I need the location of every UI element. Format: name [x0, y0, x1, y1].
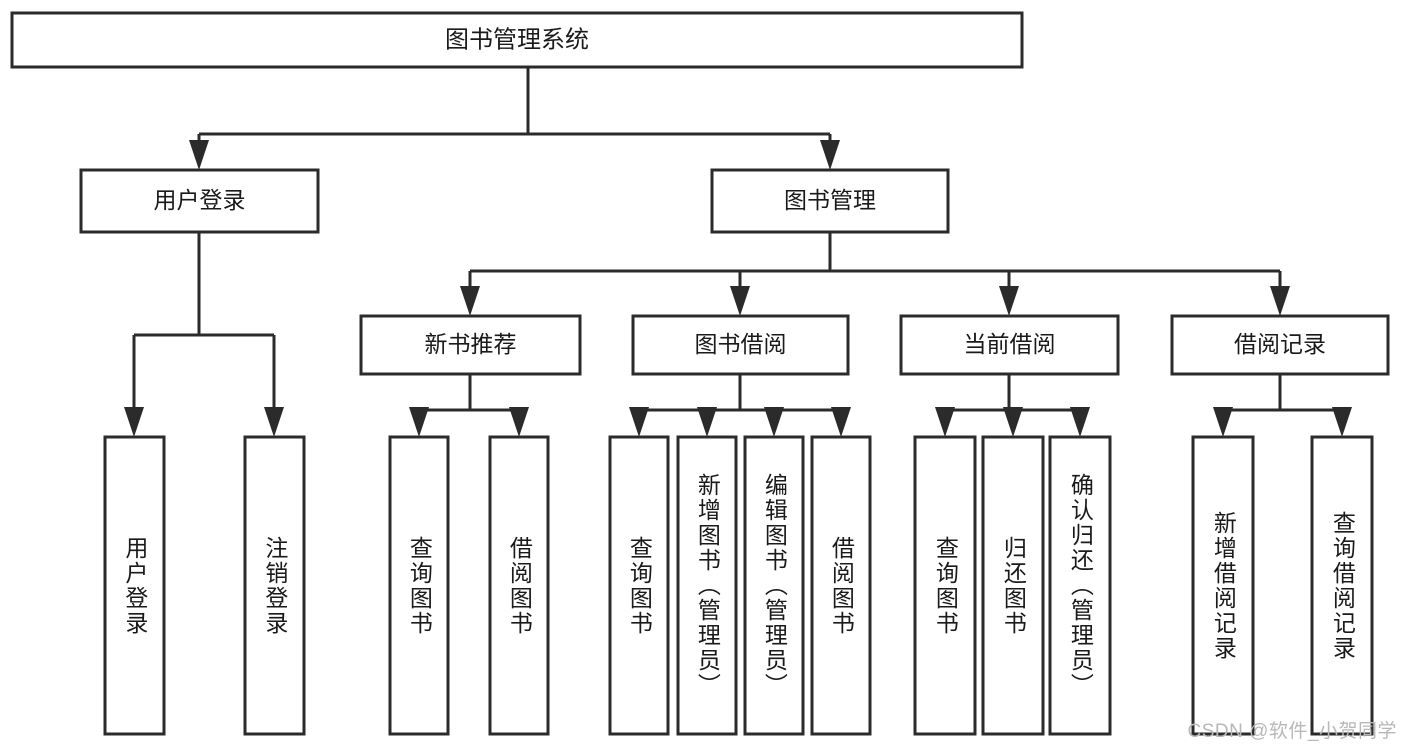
level3-node-0-box[interactable] — [359, 314, 582, 376]
leaf-node-7-box[interactable] — [810, 435, 872, 736]
arrow-head-icon — [460, 286, 480, 316]
arrow-head-icon — [1270, 286, 1290, 316]
level2-node-0-label: 用户登录 — [154, 187, 246, 213]
arrow-head-icon — [1070, 407, 1090, 437]
arrow-head-icon — [189, 140, 209, 170]
arrow-head-icon — [820, 140, 840, 170]
arrow-head-icon — [1332, 407, 1352, 437]
arrow-head-icon — [935, 407, 955, 437]
arrow-head-icon — [1213, 407, 1233, 437]
arrow-head-icon — [730, 286, 750, 316]
leaf-node-2-box[interactable] — [388, 435, 450, 736]
watermark: CSDN @软件_小贺同学 — [1187, 721, 1397, 742]
level2-node-0-box[interactable] — [79, 168, 320, 234]
arrow-head-icon — [124, 407, 144, 437]
leaf-node-11-box[interactable] — [1191, 435, 1255, 736]
root-node-label: 图书管理系统 — [445, 26, 589, 53]
level2-node-1-label: 图书管理 — [784, 187, 876, 213]
level3-node-0-label: 新书推荐 — [425, 331, 517, 357]
root-node-box[interactable] — [10, 11, 1024, 69]
leaf-node-12-box[interactable] — [1310, 435, 1374, 736]
arrow-head-icon — [409, 407, 429, 437]
leaf-node-8-box[interactable] — [913, 435, 977, 736]
leaf-node-9-box[interactable] — [981, 435, 1045, 736]
arrow-head-icon — [697, 407, 717, 437]
level3-node-2-box[interactable] — [899, 314, 1120, 376]
leaf-node-6-box[interactable] — [743, 435, 805, 736]
leaf-node-4-box[interactable] — [608, 435, 670, 736]
level3-node-1-box[interactable] — [631, 314, 850, 376]
leaf-node-5-box[interactable] — [676, 435, 738, 736]
leaf-node-0-box[interactable] — [103, 435, 166, 736]
arrow-head-icon — [629, 407, 649, 437]
arrow-head-icon — [764, 407, 784, 437]
arrow-head-icon — [1003, 407, 1023, 437]
level3-node-2-label: 当前借阅 — [964, 331, 1056, 357]
leaf-node-10-box[interactable] — [1048, 435, 1112, 736]
leaf-node-3-box[interactable] — [488, 435, 550, 736]
level3-node-1-label: 图书借阅 — [695, 331, 787, 357]
arrow-head-icon — [509, 407, 529, 437]
connector-layer — [124, 67, 1352, 437]
box-layer — [10, 11, 1390, 736]
level2-node-1-box[interactable] — [710, 168, 950, 234]
level3-node-3-label: 借阅记录 — [1234, 331, 1326, 357]
arrow-head-icon — [999, 286, 1019, 316]
arrow-head-icon — [264, 407, 284, 437]
arrow-head-icon — [831, 407, 851, 437]
leaf-node-1-box[interactable] — [243, 435, 306, 736]
level3-node-3-box[interactable] — [1170, 314, 1390, 376]
